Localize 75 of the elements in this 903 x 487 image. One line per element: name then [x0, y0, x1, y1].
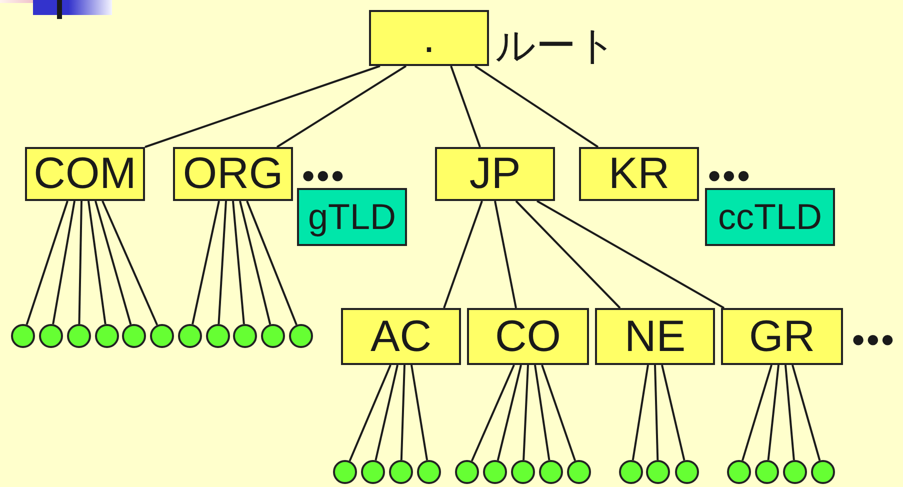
leaf-circle — [455, 460, 479, 484]
connector-line — [792, 364, 821, 461]
connector-line — [374, 364, 398, 461]
leaf-circle — [261, 324, 285, 348]
connector-line — [767, 364, 780, 460]
leaf-circle — [755, 460, 779, 484]
leaf-circle — [150, 324, 174, 348]
leaf-circle — [417, 460, 441, 484]
leaf-circle — [333, 460, 357, 484]
ellipsis-dots: ••• — [852, 322, 896, 358]
connector-line — [654, 364, 659, 460]
leaf-circle — [67, 324, 91, 348]
node-caption: ルート — [495, 26, 617, 66]
leaf-circle — [483, 460, 507, 484]
connector-line — [52, 200, 76, 324]
category-box: gTLD — [297, 188, 407, 246]
connector-line — [515, 200, 621, 309]
connector-line — [410, 364, 428, 460]
leaf-circle — [727, 460, 751, 484]
connector-line — [94, 200, 132, 325]
domain-box: AC — [341, 308, 461, 365]
leaf-circle — [675, 460, 699, 484]
domain-box: JP — [435, 147, 555, 201]
connector-line — [192, 200, 220, 324]
connector-line — [232, 200, 245, 324]
connector-line — [494, 200, 517, 308]
connector-line — [88, 200, 106, 324]
leaf-circle — [646, 460, 670, 484]
domain-box: NE — [595, 308, 715, 365]
connector-line — [470, 364, 515, 462]
connector-line — [536, 200, 724, 309]
connector-line — [144, 65, 380, 148]
leaf-circle — [11, 324, 35, 348]
leaf-circle — [39, 324, 63, 348]
connector-line — [496, 364, 522, 461]
leaf-circle — [122, 324, 146, 348]
connector-line — [26, 200, 68, 325]
category-box: ccTLD — [705, 188, 835, 246]
leaf-circle — [567, 460, 591, 484]
connector-line — [450, 66, 481, 148]
connector-line — [742, 364, 772, 461]
connector-line — [661, 364, 686, 461]
connector-line — [246, 200, 298, 326]
connector-line — [239, 200, 272, 325]
connector-line — [78, 200, 82, 324]
leaf-circle — [289, 324, 313, 348]
leaf-circle — [511, 460, 535, 484]
leaf-circle — [361, 460, 385, 484]
domain-box: COM — [25, 147, 145, 201]
connector-line — [348, 364, 392, 462]
leaf-circle — [619, 460, 643, 484]
leaf-circle — [811, 460, 835, 484]
connector-line — [632, 364, 649, 460]
leaf-circle — [389, 460, 413, 484]
connector-line — [218, 200, 227, 324]
connector-line — [400, 364, 406, 460]
domain-box: . — [369, 10, 489, 66]
connector-line — [541, 364, 576, 461]
connector-line — [522, 364, 529, 460]
connector-line — [443, 200, 483, 308]
leaf-circle — [206, 324, 230, 348]
connector-line — [534, 364, 550, 460]
domain-box: ORG — [173, 147, 293, 201]
connector-line — [276, 65, 407, 148]
connector-line — [102, 200, 158, 326]
connector-line — [784, 364, 795, 460]
leaf-circle — [783, 460, 807, 484]
leaf-circle — [95, 324, 119, 348]
domain-box: GR — [721, 308, 843, 365]
leaf-circle — [233, 324, 257, 348]
domain-box: CO — [467, 308, 589, 365]
leaf-circle — [178, 324, 202, 348]
connector-line — [474, 65, 599, 148]
leaf-circle — [539, 460, 563, 484]
domain-box: KR — [579, 147, 699, 201]
